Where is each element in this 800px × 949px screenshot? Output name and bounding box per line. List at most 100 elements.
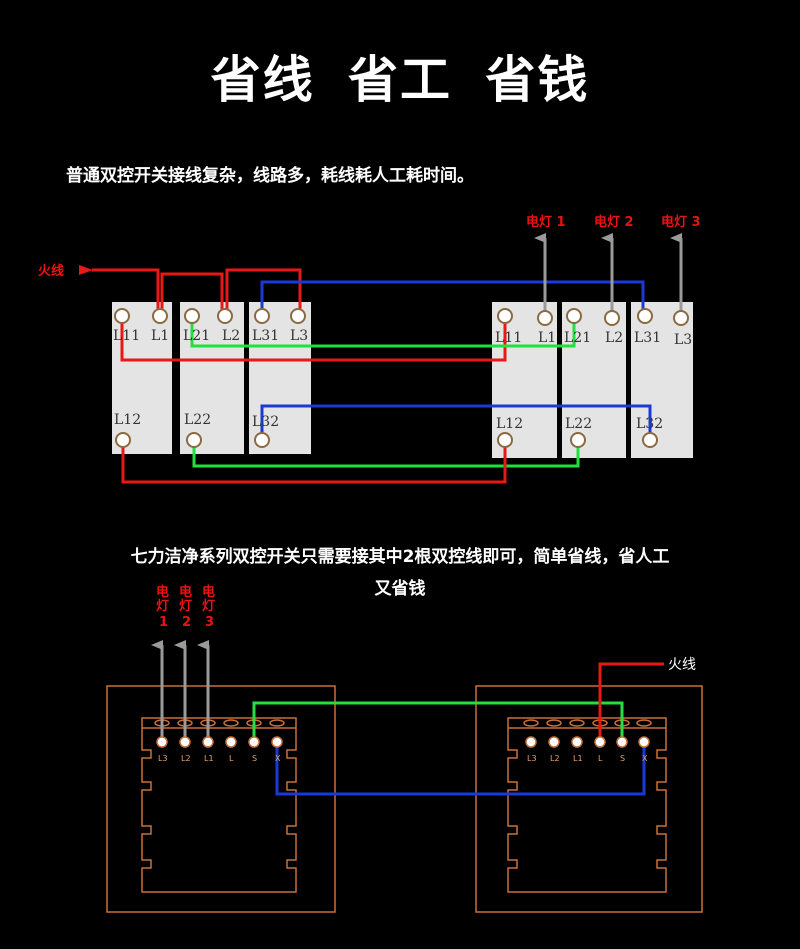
terminal — [225, 736, 237, 748]
page-title: 省线 省工 省钱 — [210, 51, 590, 109]
right-switch-outline — [475, 685, 703, 913]
terminal-label: L22 — [565, 416, 592, 432]
terminal-label: L2 — [181, 754, 191, 763]
terminal — [186, 432, 202, 448]
terminal — [254, 308, 270, 324]
terminal-label: X — [642, 754, 648, 763]
terminal — [638, 736, 650, 748]
terminal — [248, 736, 260, 748]
terminal-label: L32 — [252, 414, 279, 430]
terminal — [114, 308, 130, 324]
blue-wire-l31 — [260, 280, 645, 312]
terminal-label: L1 — [573, 754, 583, 763]
right-switch-box-1 — [492, 302, 557, 458]
blue-wire-x — [275, 742, 646, 796]
terminal — [497, 432, 513, 448]
terminal-label: S — [620, 754, 625, 763]
terminal-label: L21 — [564, 330, 591, 346]
traditional-wiring-diagram: L11 L1 L12 L21 L2 L22 L31 L3 L32 L11 L1 … — [38, 214, 701, 484]
terminal-label: L1 — [151, 328, 169, 344]
terminal — [673, 310, 689, 326]
right-switch-box-2 — [562, 302, 626, 458]
red-wire-l12 — [121, 440, 507, 484]
terminal — [184, 308, 200, 324]
lamp-char: 电 — [179, 584, 192, 600]
terminal — [548, 736, 560, 748]
terminal — [525, 736, 537, 748]
terminal-label: L12 — [496, 416, 523, 432]
right-switch-box-3 — [631, 302, 693, 458]
terminal-label: L3 — [158, 754, 168, 763]
left-switch-outline — [106, 685, 336, 913]
terminal — [271, 736, 283, 748]
green-wire-s — [252, 701, 624, 742]
terminal — [537, 310, 553, 326]
terminal-label: L2 — [550, 754, 560, 763]
terminal-label: L3 — [674, 332, 692, 348]
terminal-label: L22 — [184, 412, 211, 428]
terminal-label: L31 — [252, 328, 279, 344]
lamp-label-1: 电灯 1 — [526, 214, 566, 230]
lamp-char: 1 — [159, 615, 168, 630]
green-wire-l22 — [192, 440, 580, 468]
terminal — [254, 432, 270, 448]
live-jumper-1 — [160, 272, 224, 312]
terminal — [594, 736, 606, 748]
terminal-label: L1 — [204, 754, 214, 763]
terminal — [642, 432, 658, 448]
live-wire-bottom — [598, 662, 664, 742]
terminal — [290, 308, 306, 324]
terminal-label: L — [229, 754, 234, 763]
terminal — [571, 736, 583, 748]
terminal — [616, 736, 628, 748]
terminal-label: X — [275, 754, 281, 763]
red-wire-l11 — [120, 318, 507, 362]
terminal — [570, 432, 586, 448]
terminal-label: L31 — [634, 330, 661, 346]
live-wire-label-bottom: 火线 — [668, 657, 696, 673]
lamp-char: 电 — [202, 584, 215, 600]
green-wire-l21 — [190, 318, 576, 348]
terminal-label: L32 — [636, 416, 663, 432]
terminal — [156, 736, 168, 748]
terminal — [115, 432, 131, 448]
lamp-char: 灯 — [179, 598, 192, 614]
terminal-label: L12 — [114, 412, 141, 428]
lamp-label-3: 电灯 3 — [661, 214, 701, 230]
terminal-label: L3 — [527, 754, 537, 763]
lamp-label-2: 电灯 2 — [594, 214, 634, 230]
lamp-char: 电 — [156, 584, 169, 600]
left-switch-box-3 — [249, 302, 311, 454]
caption-bottom: 七力洁净系列双控开关只需要接其中2根双控线即可，简单省线，省人工 又省钱 — [60, 541, 740, 605]
terminal-label: L3 — [290, 328, 308, 344]
terminal — [604, 310, 620, 326]
caption-top: 普通双控开关接线复杂，线路多，耗线耗人工耗时间。 — [66, 166, 474, 186]
lamp-char: 灯 — [202, 598, 215, 614]
lamp-char: 3 — [205, 615, 214, 630]
terminal-label: L2 — [605, 330, 623, 346]
terminal — [202, 736, 214, 748]
terminal — [179, 736, 191, 748]
terminal-label: L21 — [183, 328, 210, 344]
terminal — [637, 308, 653, 324]
caption-bottom-line1: 七力洁净系列双控开关只需要接其中2根双控线即可，简单省线，省人工 — [130, 547, 670, 567]
left-switch-box-2 — [180, 302, 244, 454]
live-wire-label: 火线 — [38, 263, 64, 279]
blue-wire-l32 — [260, 404, 652, 436]
terminal-label: L — [598, 754, 603, 763]
live-jumper-2 — [225, 268, 302, 312]
caption-bottom-line2: 又省钱 — [374, 579, 426, 599]
lamp-char: 灯 — [156, 598, 169, 614]
terminal-label: L1 — [538, 330, 556, 346]
terminal — [152, 308, 168, 324]
terminal-label: L2 — [222, 328, 240, 344]
lamp-char: 2 — [182, 615, 191, 630]
terminal-label: S — [252, 754, 257, 763]
terminal — [497, 308, 513, 324]
terminal-label: L11 — [113, 328, 140, 344]
terminal — [217, 308, 233, 324]
live-wire-top — [79, 265, 160, 312]
terminal-label: L11 — [495, 330, 522, 346]
terminal — [566, 308, 582, 324]
